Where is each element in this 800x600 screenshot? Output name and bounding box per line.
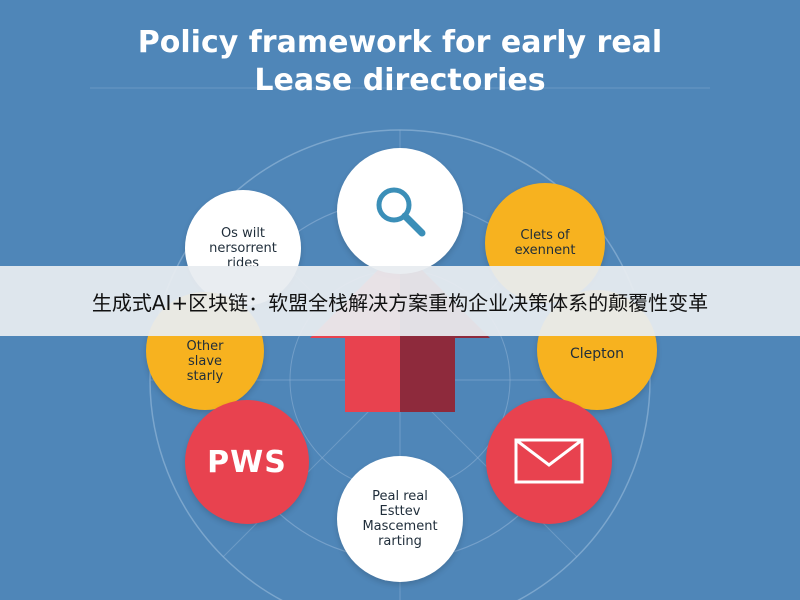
page-title: Policy framework for early real Lease di… bbox=[0, 24, 800, 100]
node-mid-left-line3: starly bbox=[186, 368, 224, 384]
node-lower-left-label: PWS bbox=[207, 444, 287, 480]
node-bottom-line4: rarting bbox=[378, 534, 422, 549]
node-mid-left-line2: slave bbox=[187, 353, 223, 369]
node-upper-left-line2: nersorrent bbox=[209, 240, 277, 256]
banner-text: 生成式AI+区块链：软盟全栈解决方案重构企业决策体系的颠覆性变革 bbox=[91, 290, 709, 315]
title-line-2: Lease directories bbox=[254, 63, 546, 98]
node-lower-left: PWS bbox=[185, 400, 309, 524]
node-bottom-line2: Esttev bbox=[379, 504, 421, 519]
node-search bbox=[337, 148, 463, 274]
node-upper-right-line1: Clets of bbox=[520, 228, 570, 243]
node-upper-left-line1: Os wilt bbox=[220, 225, 266, 241]
node-bottom-line3: Mascement bbox=[362, 519, 438, 534]
node-lower-right bbox=[486, 398, 612, 524]
overlay-banner: 生成式AI+区块链：软盟全栈解决方案重构企业决策体系的颠覆性变革 bbox=[0, 266, 800, 336]
title-line-1: Policy framework for early real bbox=[137, 25, 663, 60]
envelope-icon bbox=[514, 438, 584, 484]
node-bottom-line1: Peal real bbox=[372, 489, 428, 504]
magnifier-icon bbox=[376, 187, 426, 237]
node-mid-right-line1: Clepton bbox=[569, 345, 625, 362]
node-bottom: Peal real Esttev Mascement rarting bbox=[337, 456, 463, 582]
node-mid-left-line1: Other bbox=[186, 338, 224, 354]
node-upper-right-line2: exennent bbox=[514, 243, 576, 258]
